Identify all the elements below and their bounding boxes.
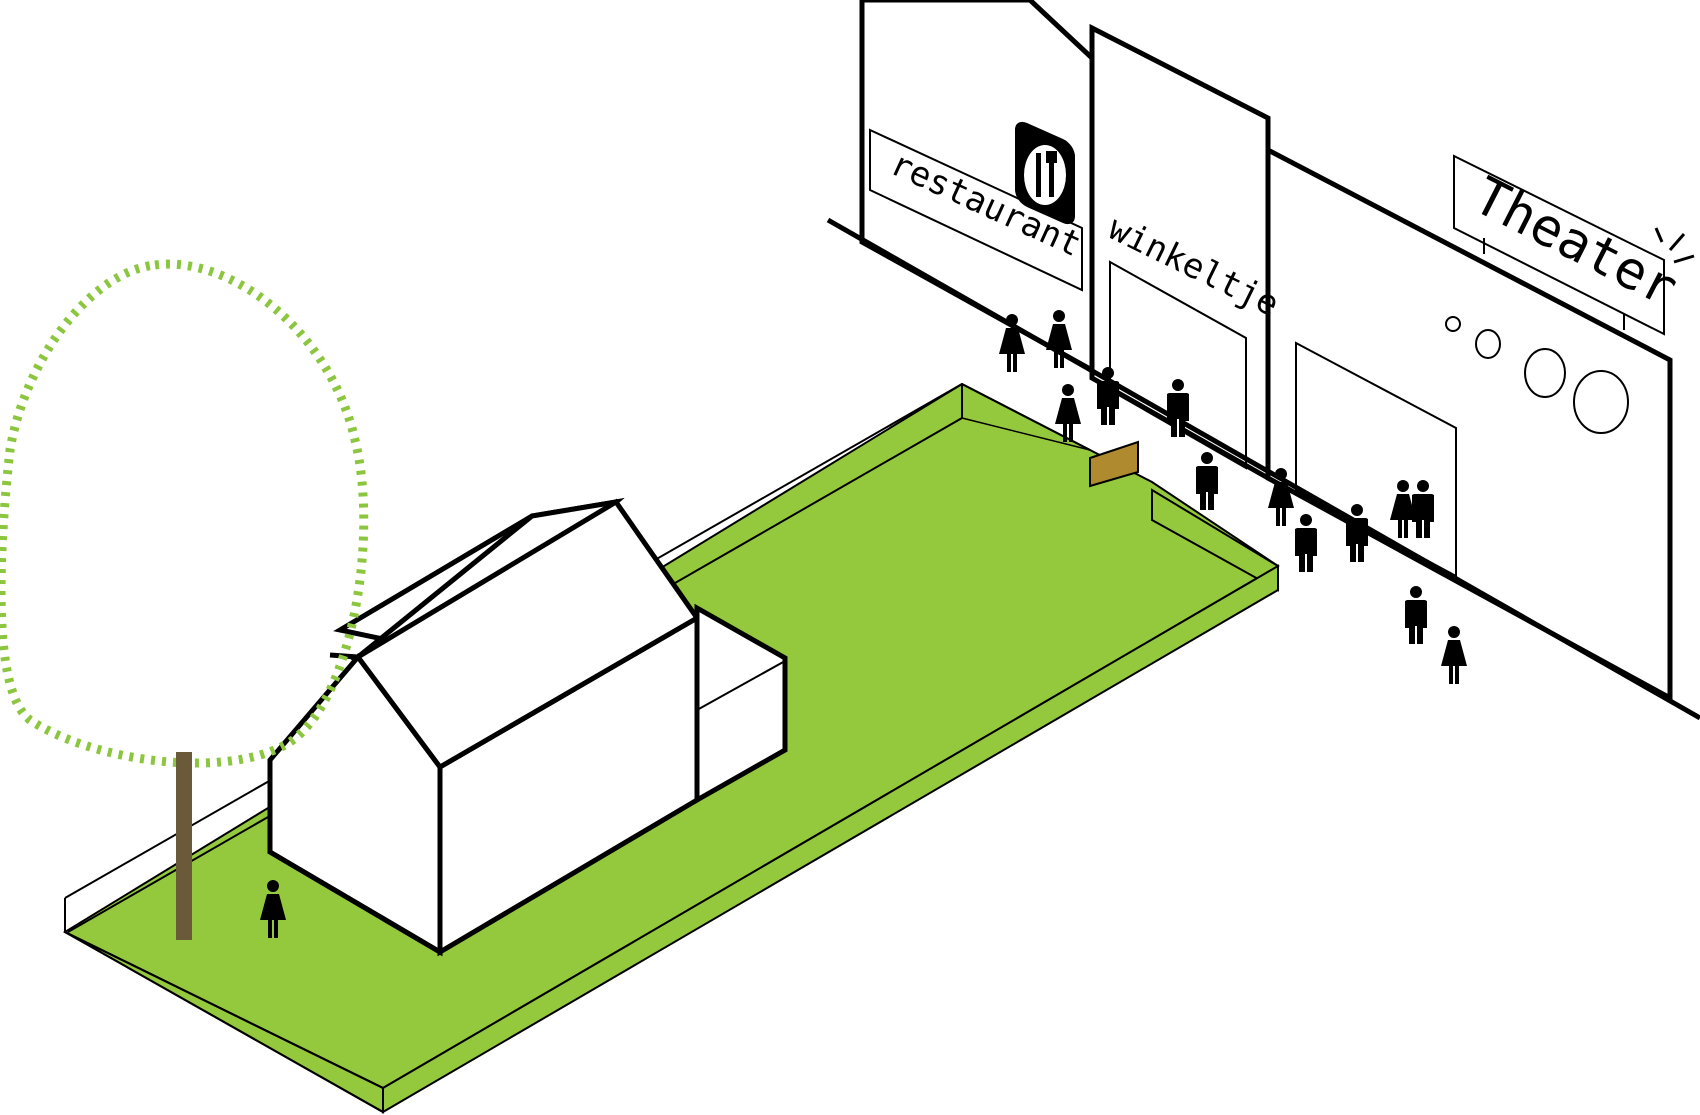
cutlery-icon xyxy=(1015,121,1075,225)
house-icon xyxy=(267,498,788,957)
theater-bubbles xyxy=(1445,316,1629,434)
theater-door xyxy=(1295,341,1457,578)
tree-crown-icon xyxy=(0,259,369,768)
person-icon xyxy=(1405,586,1427,644)
tree-trunk-icon xyxy=(176,752,192,940)
person-icon xyxy=(1295,514,1317,572)
person-icon xyxy=(1441,626,1467,684)
winkeltje-door xyxy=(1109,260,1247,470)
person-icon xyxy=(1196,452,1218,510)
street-line xyxy=(826,217,1700,721)
gate-icon xyxy=(1089,440,1139,488)
sparkle-icon xyxy=(1654,227,1695,264)
tree xyxy=(0,259,369,940)
